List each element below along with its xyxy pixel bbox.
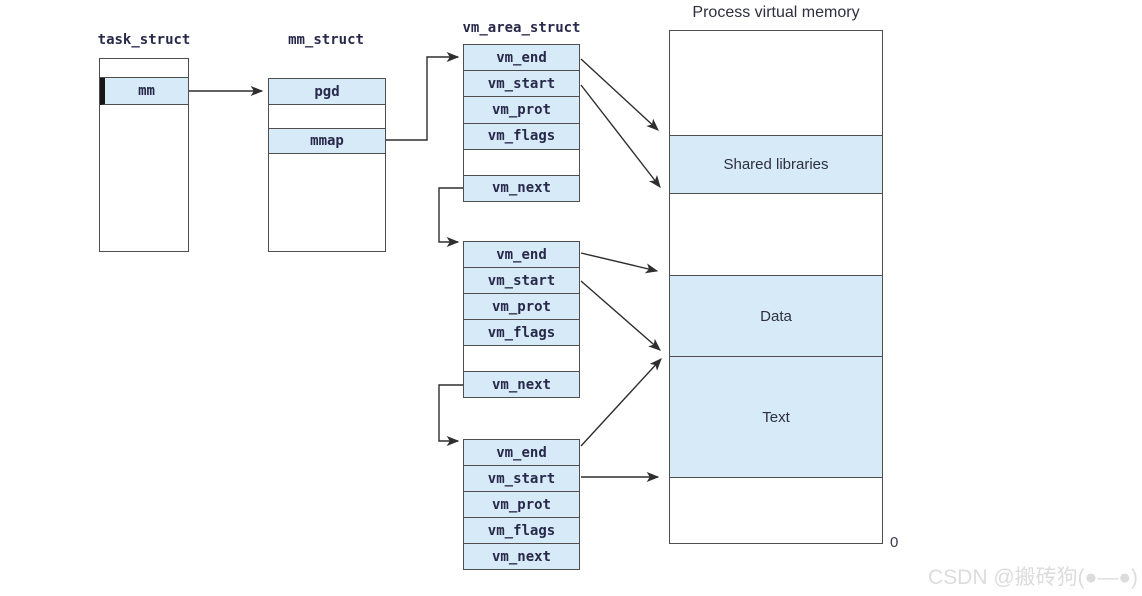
memory-region-shared-libraries: Shared libraries — [670, 136, 882, 194]
vm-area-struct-title: vm_area_struct — [462, 20, 581, 36]
vm-flags-label: vm_flags — [487, 522, 556, 539]
arrow-vmstart2-to-data-bottom — [580, 280, 661, 351]
memory-region-empty-2 — [670, 194, 882, 276]
mm-struct-mmap-row: mmap — [269, 129, 385, 154]
vm-flags-label: vm_flags — [487, 324, 556, 341]
vm-start-label: vm_start — [487, 75, 556, 92]
vm-end-row: vm_end — [464, 440, 579, 466]
task-struct-box: mm — [99, 58, 189, 252]
vm-start-label: vm_start — [487, 272, 556, 289]
region-label: Shared libraries — [723, 156, 829, 173]
vm-empty-row — [464, 346, 579, 372]
region-label: Text — [762, 408, 790, 426]
mm-field-label: mm — [138, 83, 155, 99]
memory-region-top-empty — [670, 31, 882, 136]
task-struct-mm-row: mm — [100, 78, 188, 105]
vm-start-row: vm_start — [464, 71, 579, 98]
vm-prot-row: vm_prot — [464, 294, 579, 320]
vm-prot-label: vm_prot — [491, 496, 551, 513]
task-struct-body — [100, 105, 188, 251]
memory-region-data: Data — [670, 276, 882, 357]
mm-struct-empty-row — [269, 105, 385, 129]
vm-start-row: vm_start — [464, 466, 579, 492]
vm-end-row: vm_end — [464, 242, 579, 268]
vm-end-label: vm_end — [496, 246, 547, 263]
task-struct-title: task_struct — [97, 32, 191, 48]
region-label: Data — [760, 307, 792, 325]
mm-struct-pgd-row: pgd — [269, 79, 385, 105]
vm-prot-row: vm_prot — [464, 492, 579, 518]
task-struct-empty-row — [100, 59, 188, 78]
arrow-vmnext1-to-vm-node-2 — [438, 187, 463, 248]
vm-prot-label: vm_prot — [491, 101, 551, 118]
mm-struct-box: pgd mmap — [268, 78, 386, 252]
pgd-field-label: pgd — [314, 83, 340, 100]
vm-area-node-2: vm_end vm_start vm_prot vm_flags vm_next — [463, 241, 580, 398]
vm-end-label: vm_end — [496, 49, 547, 66]
arrow-vmnext2-to-vm-node-3 — [438, 384, 463, 447]
arrow-vmstart1-to-shared-bottom — [580, 84, 661, 188]
vm-flags-row: vm_flags — [464, 518, 579, 544]
vm-area-node-3: vm_end vm_start vm_prot vm_flags vm_next — [463, 439, 580, 570]
memory-region-bottom-empty — [670, 478, 882, 543]
vm-start-label: vm_start — [487, 470, 556, 487]
arrow-vmend2-to-data-top — [580, 252, 659, 274]
vm-next-row: vm_next — [464, 372, 579, 397]
vm-next-label: vm_next — [491, 548, 551, 565]
arrow-vmend3-to-text-top — [580, 358, 662, 447]
vm-next-label: vm_next — [491, 376, 551, 393]
vm-flags-row: vm_flags — [464, 123, 579, 150]
process-virtual-memory-box: Shared libraries Data Text — [669, 30, 883, 544]
vm-next-row: vm_next — [464, 175, 579, 202]
mm-struct-body — [269, 154, 385, 251]
process-virtual-memory-title: Process virtual memory — [692, 4, 860, 21]
vm-flags-label: vm_flags — [487, 128, 556, 145]
memory-region-text: Text — [670, 357, 882, 478]
mm-struct-title: mm_struct — [288, 32, 364, 48]
vm-prot-label: vm_prot — [491, 298, 551, 315]
vm-start-row: vm_start — [464, 268, 579, 294]
vm-area-node-1: vm_end vm_start vm_prot vm_flags vm_next — [463, 44, 580, 202]
vm-flags-row: vm_flags — [464, 320, 579, 346]
vm-empty-row — [464, 150, 579, 176]
csdn-watermark: CSDN @搬砖狗(●—●) — [927, 566, 1138, 589]
vm-end-label: vm_end — [496, 444, 547, 461]
vm-end-row: vm_end — [464, 45, 579, 72]
vm-prot-row: vm_prot — [464, 97, 579, 124]
origin-address-label: 0 — [890, 534, 899, 551]
vm-next-label: vm_next — [491, 180, 551, 197]
mmap-field-label: mmap — [310, 133, 344, 149]
arrow-mmap-to-vm-node-1 — [385, 51, 460, 141]
vm-next-row: vm_next — [464, 544, 579, 569]
arrow-vmend1-to-shared-top — [580, 58, 659, 131]
